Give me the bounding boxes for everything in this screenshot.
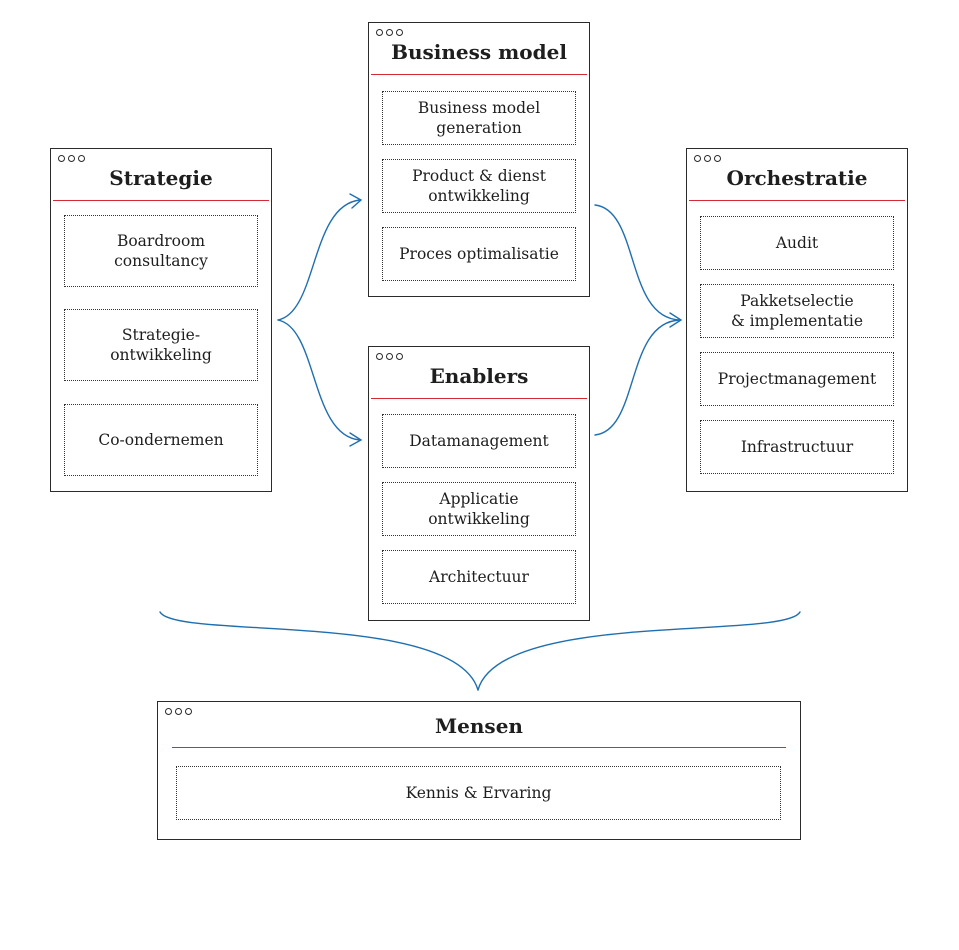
arrowhead-orchestratie <box>669 312 683 328</box>
item-product-dienst-ontwikkeling: Product & dienst ontwikkeling <box>382 159 576 213</box>
panel-business-model: Business model Business model generation… <box>368 22 590 297</box>
connector-enablers-orchestratie <box>594 319 681 436</box>
item-projectmanagement: Projectmanagement <box>700 352 894 406</box>
item-boardroom-consultancy: Boardroom consultancy <box>64 215 258 287</box>
window-dots-icon <box>165 708 192 715</box>
panel-mensen: Mensen Kennis & Ervaring <box>157 701 801 840</box>
arrowhead-business-model <box>349 193 363 209</box>
title-underline <box>172 747 786 748</box>
connector-business-model-orchestratie <box>594 204 681 321</box>
window-dots-icon <box>376 353 403 360</box>
item-strategie-ontwikkeling: Strategie- ontwikkeling <box>64 309 258 381</box>
window-dots-icon <box>58 155 85 162</box>
item-proces-optimalisatie: Proces optimalisatie <box>382 227 576 281</box>
item-applicatie-ontwikkeling: Applicatie ontwikkeling <box>382 482 576 536</box>
window-dots-icon <box>694 155 721 162</box>
item-datamanagement: Datamanagement <box>382 414 576 468</box>
item-audit: Audit <box>700 216 894 270</box>
panel-strategie: Strategie Boardroom consultancy Strategi… <box>50 148 272 492</box>
panel-title: Enablers <box>429 364 529 388</box>
panel-enablers: Enablers Datamanagement Applicatie ontwi… <box>368 346 590 621</box>
panel-orchestratie: Orchestratie Audit Pakketselectie & impl… <box>686 148 908 492</box>
brace-left <box>159 611 479 691</box>
item-co-ondernemen: Co-ondernemen <box>64 404 258 476</box>
connector-strategie-enablers <box>277 319 361 441</box>
brace-right <box>477 611 801 691</box>
window-dots-icon <box>376 29 403 36</box>
arrowhead-enablers <box>349 432 363 447</box>
panel-title: Orchestratie <box>726 166 868 190</box>
item-kennis-ervaring: Kennis & Ervaring <box>176 766 781 820</box>
item-infrastructuur: Infrastructuur <box>700 420 894 474</box>
panel-title: Strategie <box>109 166 213 190</box>
panel-title: Mensen <box>435 714 523 738</box>
title-underline <box>53 200 269 201</box>
title-underline <box>371 74 587 75</box>
item-architectuur: Architectuur <box>382 550 576 604</box>
item-pakketselectie-implementatie: Pakketselectie & implementatie <box>700 284 894 338</box>
connector-strategie-business-model <box>277 199 361 321</box>
title-underline <box>371 398 587 399</box>
item-business-model-generation: Business model generation <box>382 91 576 145</box>
panel-title: Business model <box>391 40 567 64</box>
title-underline <box>689 200 905 201</box>
